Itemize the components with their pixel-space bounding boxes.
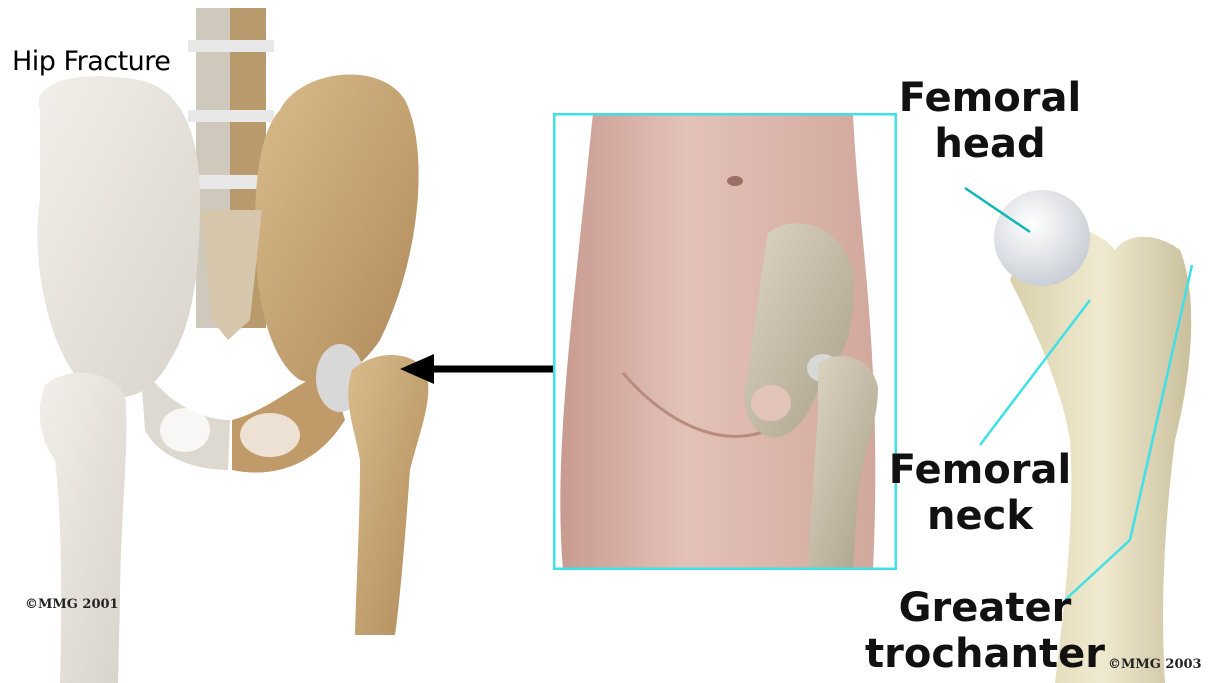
label-femoral-neck-line1: Femoral (885, 447, 1075, 493)
copyright-right: ©MMG 2003 (1108, 657, 1202, 672)
left-femur (40, 373, 127, 683)
label-femoral-head-line1: Femoral (895, 75, 1085, 121)
label-trochanter-line1: Greater (860, 585, 1110, 631)
femur-detail: Femoral head Femoral neck Greater trocha… (880, 0, 1219, 683)
pelvis-illustration: Hip Fracture ©MMG 2001 (0, 0, 480, 683)
copyright-left: ©MMG 2001 (25, 597, 119, 612)
label-greater-trochanter: Greater trochanter (860, 585, 1110, 677)
left-ilium (37, 76, 200, 397)
label-femoral-neck: Femoral neck (885, 447, 1075, 539)
right-femur (348, 355, 428, 635)
label-trochanter-line2: trochanter (860, 631, 1110, 677)
label-femoral-neck-line2: neck (885, 493, 1075, 539)
label-femoral-head: Femoral head (895, 75, 1085, 167)
inset-body-view (553, 113, 897, 570)
diagram-title: Hip Fracture (12, 46, 170, 77)
navel (727, 176, 743, 186)
femoral-head-shape (994, 190, 1090, 286)
label-femoral-head-line2: head (895, 121, 1085, 167)
inset-drawing (553, 113, 897, 570)
pelvis-drawing (0, 0, 480, 683)
right-ilium (255, 75, 419, 383)
